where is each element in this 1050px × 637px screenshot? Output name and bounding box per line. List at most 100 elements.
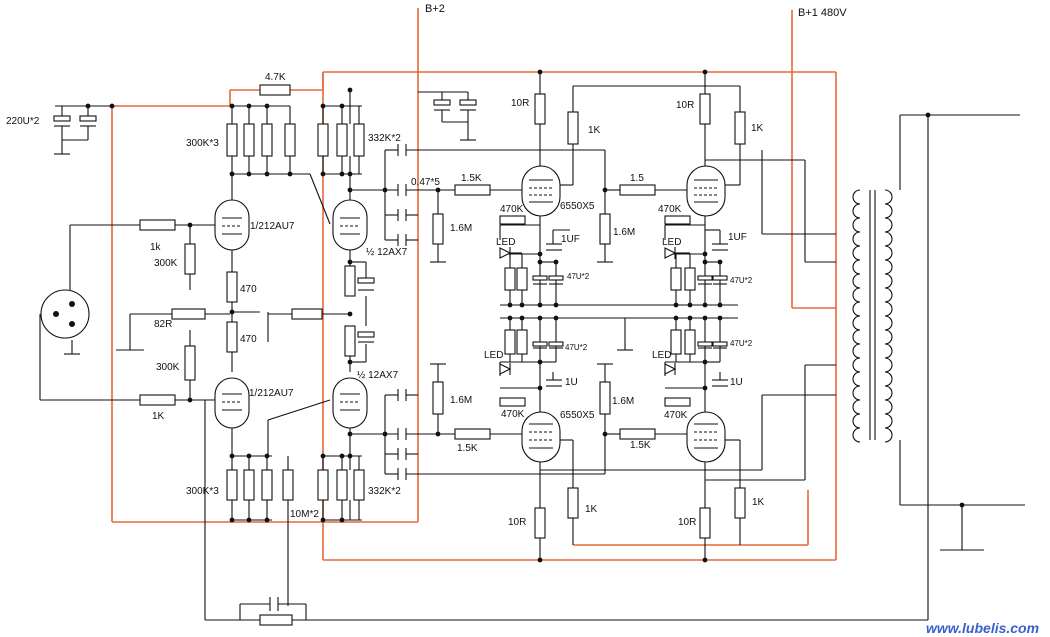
resistor [336,123,348,157]
junction-dot [347,453,353,459]
junction-dot [320,103,326,109]
junction-dot [287,171,293,177]
resistor [184,345,196,381]
load-resistor-top-label: 332K*2 [368,133,401,144]
bias-resistor-c-label: 470K [501,409,525,420]
junction-dot [246,171,252,177]
bias-cap-bottom-a-label: 1U [565,377,578,388]
plate-resistor-a-label: 1K [588,125,601,136]
resistor [684,329,696,355]
resistor [226,321,238,353]
resistor [599,213,611,245]
bias-resistor-a-label: 470K [500,204,524,215]
capacitor [53,115,71,122]
resistor [534,93,546,125]
junction-dot [320,171,326,177]
bias-cap-top-a-label: 1UF [561,234,580,245]
triode-tube-icon [332,199,368,251]
junction-dot [537,302,543,308]
resistor [291,308,323,320]
led-icon [664,247,690,259]
resistor [243,469,255,501]
resistor [259,84,291,96]
screen-resistor-b-label: 10R [676,100,694,111]
resistor [619,428,656,440]
bias-resistor-b-label: 470K [658,204,682,215]
bottom-grid-resistor-label: 10M*2 [290,509,319,520]
cathode-cap-top-b-label: 47U*2 [730,276,753,285]
output-transformer-icon [852,189,893,443]
resistor [284,123,296,157]
resistor [664,397,691,407]
resistor [226,271,238,303]
screen-resistor-d-label: 10R [678,517,696,528]
resistor [317,469,329,501]
junction-dot [347,259,353,265]
junction-dot [507,315,513,321]
junction-dots [85,69,965,563]
resistor [261,469,273,501]
plate-resistor-c-label: 1K [585,504,598,515]
junction-dot [246,453,252,459]
watermark: www.lubelis.com [926,620,1039,636]
junction-dot [702,315,708,321]
shunt-resistor-label: 82R [154,319,172,330]
plate-resistor-d-label: 1K [752,497,765,508]
resistor [499,215,526,225]
grid-leak-b-label: 1.6M [613,227,635,238]
junction-dot [717,315,723,321]
grid-leak-d-label: 1.6M [612,396,634,407]
load-resistor-bottom-label: 332K*2 [368,486,401,497]
junction-dot [702,259,708,265]
rail-b2-label: B+2 [425,3,445,15]
grid-stop-d-label: 1.5K [630,440,651,451]
resistors [139,84,746,626]
capacitor [397,389,418,480]
junction-dot [347,431,353,437]
resistor [454,428,491,440]
tube-bottom-left-label: 1/212AU7 [249,388,294,399]
triode-tube-icon [214,199,250,251]
junction-dot [507,302,513,308]
junction-dot [702,385,708,391]
junction-dot [339,453,345,459]
junction-dot [602,187,608,193]
resistor [139,394,176,406]
junction-dot [673,302,679,308]
resistor [670,267,682,291]
capacitor [433,99,451,106]
junction-dot [347,359,353,365]
junction-dot [553,315,559,321]
capacitor [548,275,564,281]
junction-dot [187,222,193,228]
capacitor [532,341,548,347]
resistor [282,469,294,501]
resistor [432,381,444,415]
junction-dot [435,431,441,437]
rail-b1-label: B+1 480V [798,7,847,19]
input-cap-label: 220U*2 [6,116,40,127]
junction-dot [339,517,345,523]
junction-dot [702,359,708,365]
bias-cap-top-b-label: 1UF [728,232,747,243]
junction-dot [229,171,235,177]
junction-dot [537,385,543,391]
junction-dot [109,103,115,109]
resistor [226,469,238,501]
resistor [171,308,206,320]
resistor [226,123,238,157]
bias-cap-bottom-b-label: 1U [730,377,743,388]
resistor [670,329,682,355]
junction-dot [246,517,252,523]
resistor [734,487,746,519]
grid-stop-b-label: 1.5 [630,173,644,184]
resistor [664,215,691,225]
junction-dot [925,112,931,118]
junction-dot [229,309,235,315]
plate-resistor-top-label: 300K*3 [186,138,219,149]
junction-dot [347,311,353,317]
bias-leds [499,247,690,375]
capacitor [357,277,375,284]
junction-dot [264,453,270,459]
vacuum-tubes [214,165,726,463]
